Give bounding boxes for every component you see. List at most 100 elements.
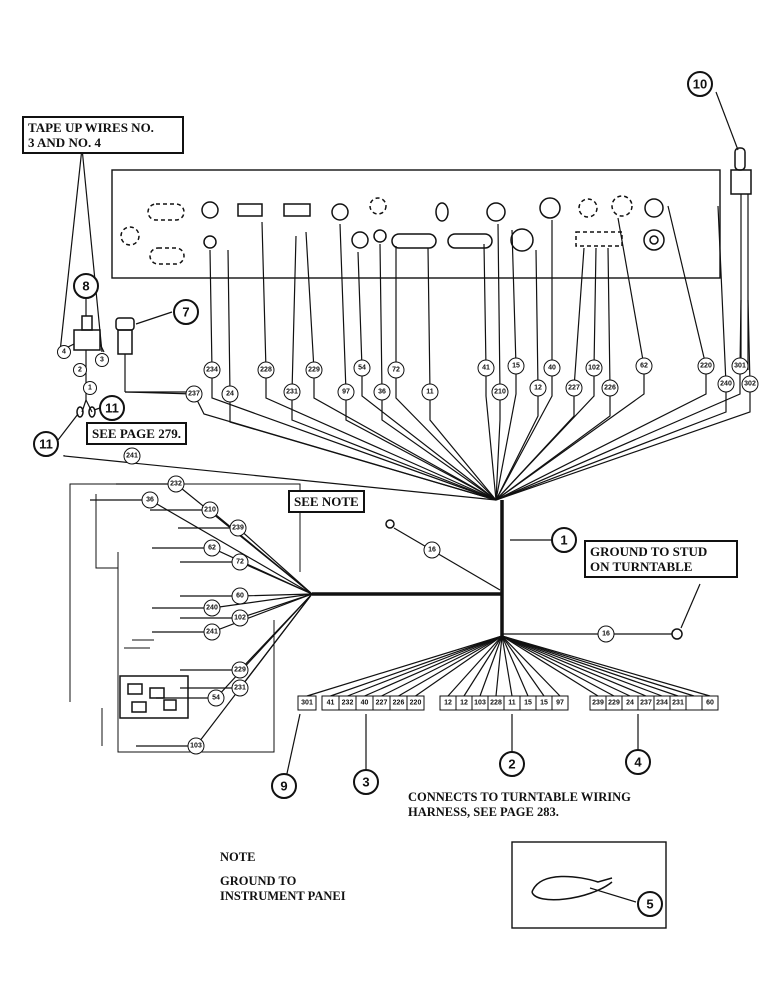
lower-fan-wires — [306, 635, 711, 697]
svg-text:227: 227 — [376, 700, 388, 707]
svg-text:60: 60 — [706, 700, 714, 707]
svg-text:226: 226 — [393, 700, 405, 707]
svg-text:8: 8 — [82, 279, 89, 294]
svg-text:54: 54 — [212, 695, 220, 702]
wire-tag-210: 210 — [491, 383, 509, 401]
wire-97 — [339, 223, 497, 501]
callout-11-9: 11 — [33, 431, 59, 457]
terminal-15: 15 — [535, 695, 553, 711]
svg-text:210: 210 — [204, 507, 216, 514]
svg-text:36: 36 — [378, 389, 386, 396]
terminal-blank — [685, 695, 703, 711]
svg-text:97: 97 — [342, 389, 350, 396]
left-wire-tag-72: 72 — [231, 553, 249, 571]
ground-tag-16-1: 16 — [597, 625, 615, 643]
svg-text:231: 231 — [672, 700, 684, 707]
svg-text:226: 226 — [604, 385, 616, 392]
svg-text:239: 239 — [592, 700, 604, 707]
terminal-227: 227 — [372, 695, 391, 711]
terminal-11: 11 — [503, 695, 521, 711]
indicator-lamp — [115, 311, 188, 393]
svg-text:241: 241 — [126, 453, 138, 460]
see-page-279: SEE PAGE 279. — [86, 422, 187, 445]
connects-note: CONNECTS TO TURNTABLE WIRING HARNESS, SE… — [408, 790, 631, 820]
svg-text:237: 237 — [188, 391, 200, 398]
svg-text:3: 3 — [362, 775, 369, 790]
wire-tag-237: 237 — [185, 385, 203, 403]
left-wire-210 — [150, 509, 313, 595]
wire-229 — [305, 231, 497, 501]
svg-text:241: 241 — [206, 629, 218, 636]
wire-231 — [291, 235, 497, 501]
svg-text:11: 11 — [426, 389, 434, 396]
terminal-239: 239 — [589, 695, 607, 711]
see-note: SEE NOTE — [288, 490, 365, 513]
ground-stud-note: GROUND TO STUD ON TURNTABLE — [584, 540, 738, 578]
svg-text:40: 40 — [548, 365, 556, 372]
wire-220 — [495, 205, 707, 501]
wire-210 — [495, 223, 501, 501]
terminal-103: 103 — [471, 695, 489, 711]
terminal-15: 15 — [519, 695, 537, 711]
svg-text:228: 228 — [260, 367, 272, 374]
ground-terminal-stud — [671, 628, 683, 640]
left-wire-tag-239: 239 — [229, 519, 247, 537]
tape-note: TAPE UP WIRES NO. 3 AND NO. 4 — [22, 116, 184, 154]
svg-text:231: 231 — [234, 685, 246, 692]
wire-tag-11: 11 — [421, 383, 439, 401]
svg-text:102: 102 — [234, 615, 246, 622]
callout-11-10: 11 — [99, 395, 125, 421]
wire-237 — [124, 391, 497, 501]
wire-tag-226: 226 — [601, 379, 619, 397]
left-wire-tag-60: 60 — [231, 587, 249, 605]
wire-tag-62: 62 — [635, 357, 653, 375]
ground-stud-line1: GROUND TO STUD — [590, 544, 708, 559]
note-body: GROUND TO INSTRUMENT PANEI — [220, 874, 346, 904]
wire-tag-227: 227 — [565, 379, 583, 397]
connector-tag-4: 4 — [57, 345, 71, 359]
connects-line2: HARNESS, SEE PAGE 283. — [408, 805, 559, 819]
wire-tag-72: 72 — [387, 361, 405, 379]
left-wire-tag-210: 210 — [201, 501, 219, 519]
svg-text:103: 103 — [474, 700, 486, 707]
wire-302 — [495, 299, 751, 501]
wire-41 — [483, 243, 497, 501]
terminal-12: 12 — [439, 695, 457, 711]
wire-234 — [209, 249, 497, 501]
ground-tag-16-0: 16 — [423, 541, 441, 559]
svg-text:3: 3 — [100, 357, 104, 364]
svg-text:240: 240 — [206, 605, 218, 612]
svg-text:11: 11 — [105, 401, 119, 416]
left-wire-tag-229: 229 — [231, 661, 249, 679]
wire-tag-41: 41 — [477, 359, 495, 377]
callout-2-1: 2 — [499, 751, 525, 777]
terminal-40: 40 — [355, 695, 374, 711]
svg-text:232: 232 — [342, 700, 354, 707]
terminal-228: 228 — [487, 695, 505, 711]
left-wire-tag-240: 240 — [203, 599, 221, 617]
svg-text:62: 62 — [640, 363, 648, 370]
svg-text:15: 15 — [512, 363, 520, 370]
wire-tag-15: 15 — [507, 357, 525, 375]
svg-text:234: 234 — [656, 700, 668, 707]
svg-text:2: 2 — [508, 757, 515, 772]
wire-tag-234: 234 — [203, 361, 221, 379]
wire-72 — [395, 246, 497, 501]
callout-4-3: 4 — [625, 749, 651, 775]
terminal-41: 41 — [321, 695, 340, 711]
terminal-229: 229 — [605, 695, 623, 711]
ground-wire-panel — [393, 527, 501, 591]
wire-54 — [357, 251, 497, 501]
wire-tag-12: 12 — [529, 379, 547, 397]
callout-3-2: 3 — [353, 769, 379, 795]
wire-226 — [495, 247, 611, 501]
svg-text:62: 62 — [208, 545, 216, 552]
left-wire-tag-103: 103 — [187, 737, 205, 755]
svg-text:12: 12 — [534, 385, 542, 392]
svg-text:1: 1 — [560, 533, 567, 548]
svg-text:54: 54 — [358, 365, 366, 372]
terminal-231: 231 — [669, 695, 687, 711]
left-wire-tag-54: 54 — [207, 689, 225, 707]
